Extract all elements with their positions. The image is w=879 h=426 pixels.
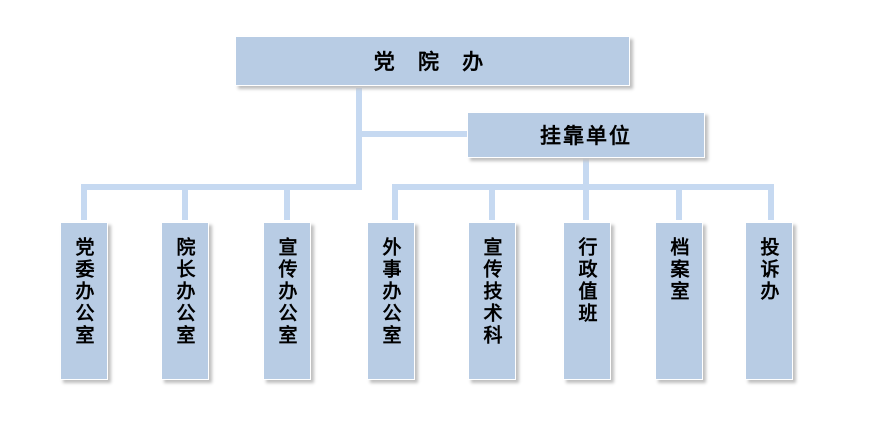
unit-label: 党委办公室: [72, 237, 95, 347]
connector-root-trunk: [356, 88, 362, 190]
root-node: 党 院 办: [235, 36, 630, 86]
connector-drop-right-3: [583, 184, 589, 220]
unit-label: 宣传技术科: [480, 237, 503, 347]
connector-drop-left-1: [81, 184, 87, 220]
unit-label: 宣传办公室: [275, 237, 298, 347]
connector-drop-right-1: [392, 184, 398, 220]
connector-affiliated-branch: [362, 131, 467, 137]
unit-label: 外事办公室: [379, 237, 402, 347]
unit-president-office: 院长办公室: [161, 222, 209, 380]
unit-publicity-tech-section: 宣传技术科: [468, 222, 516, 380]
unit-label: 行政值班: [575, 237, 598, 325]
unit-complaints-office: 投诉办: [745, 222, 793, 380]
root-node-label: 党 院 办: [373, 50, 492, 74]
unit-admin-duty: 行政值班: [563, 222, 611, 380]
affiliated-node: 挂靠单位: [467, 112, 705, 158]
unit-foreign-affairs-office: 外事办公室: [367, 222, 415, 380]
unit-publicity-office: 宣传办公室: [263, 222, 311, 380]
affiliated-node-label: 挂靠单位: [540, 124, 632, 148]
connector-drop-right-2: [489, 184, 495, 220]
unit-party-committee-office: 党委办公室: [60, 222, 108, 380]
connector-drop-left-2: [182, 184, 188, 220]
connector-drop-right-4: [676, 184, 682, 220]
unit-label: 档案室: [667, 237, 690, 303]
unit-label: 院长办公室: [173, 237, 196, 347]
unit-label: 投诉办: [757, 237, 780, 303]
connector-left-bus: [81, 184, 362, 190]
connector-drop-right-5: [768, 184, 774, 220]
connector-drop-left-3: [284, 184, 290, 220]
unit-archives-room: 档案室: [655, 222, 703, 380]
connector-affiliated-trunk: [583, 158, 589, 188]
